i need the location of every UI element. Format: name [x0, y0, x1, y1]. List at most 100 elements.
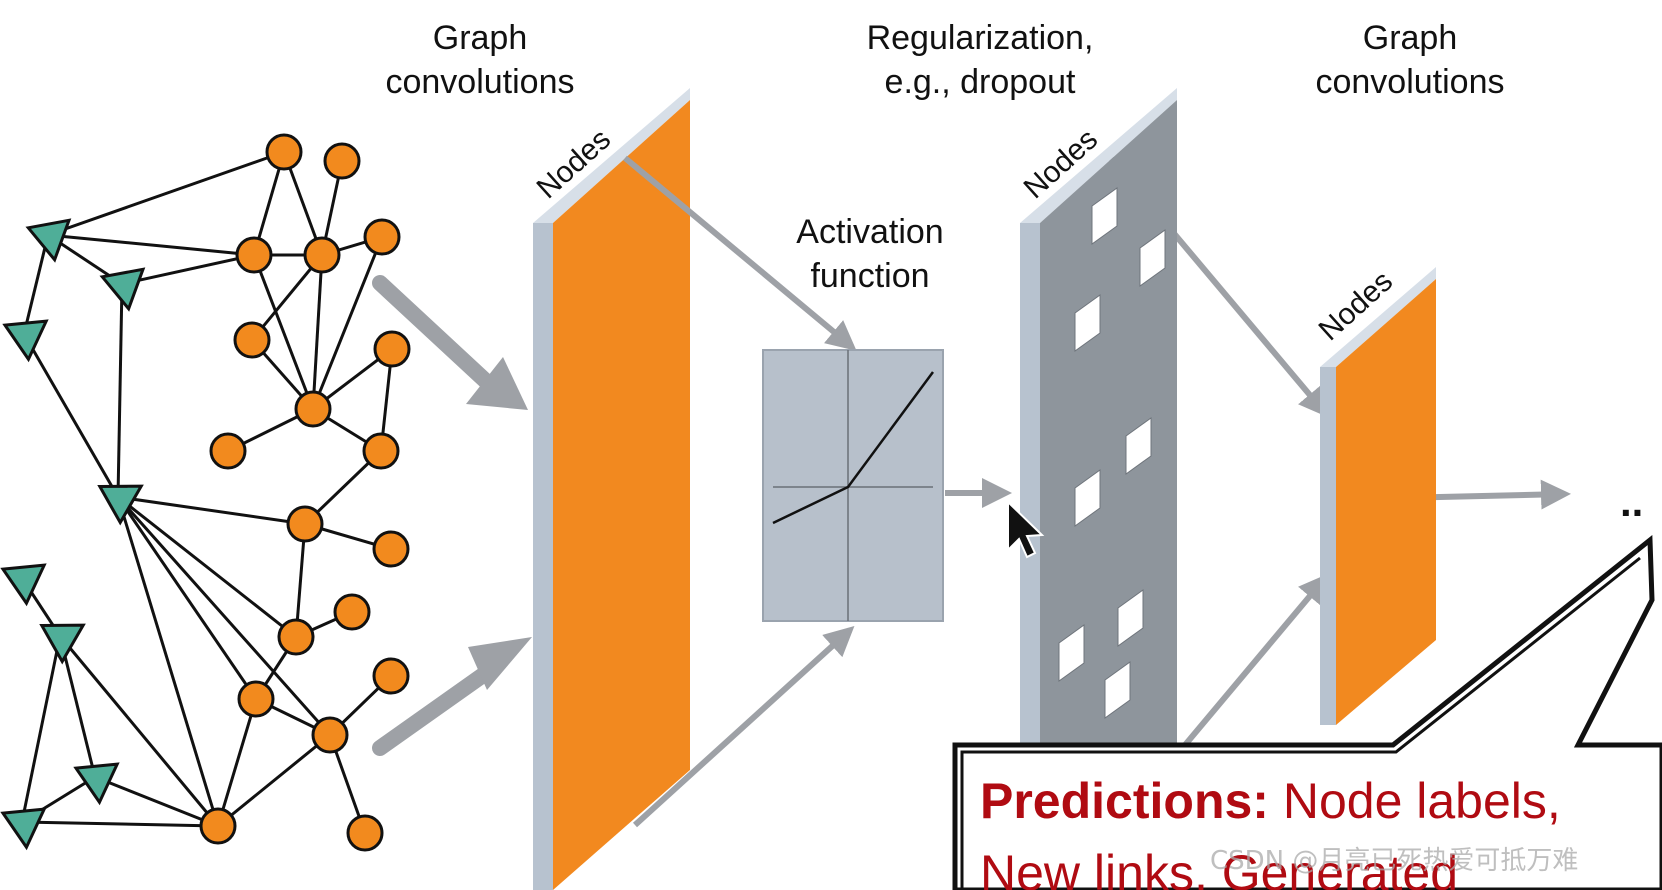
graph-edge: [116, 283, 124, 498]
graph-node-circle: [294, 390, 332, 428]
graph-nodes: [0, 133, 411, 852]
activation-function-label-line1: Activation: [796, 213, 944, 251]
activation-function-box: [762, 349, 944, 622]
dropout-cell: [1139, 229, 1166, 287]
graph-node-triangle: [97, 484, 144, 526]
layer-3-graph-convolution: Nodes: [1313, 265, 1436, 725]
activation-curve: [772, 371, 935, 525]
graph-node-circle: [199, 807, 237, 845]
graph-node-circle: [363, 218, 401, 256]
graph-convolutions-label-1-line2: convolutions: [385, 63, 575, 101]
watermark: CSDN @月亮已死热爱可抵万难: [1210, 846, 1579, 876]
graph-node-circle: [237, 680, 275, 718]
callout-line-1: Predictions: Node labels,: [980, 773, 1561, 829]
graph-edge: [22, 234, 50, 335]
graph-edge: [58, 635, 97, 778]
regularization-label: Regularization, e.g., dropout: [845, 16, 1115, 104]
input-arrows: [372, 275, 532, 756]
graph-convolutions-label-2-line1: Graph: [1362, 19, 1458, 57]
dropout-cell: [1058, 624, 1085, 682]
graph-node-triangle: [73, 762, 120, 806]
dropout-cell: [1074, 294, 1101, 352]
graph-edge: [116, 496, 220, 827]
predictions-callout: Predictions: Node labels, New links, Gen…: [952, 534, 1662, 890]
graph-edge: [21, 820, 219, 828]
graph-node-circle: [265, 133, 303, 171]
graph-edge: [47, 150, 285, 237]
graph-edge: [94, 775, 219, 828]
layer-1-graph-convolution: Nodes: [531, 88, 690, 890]
graph-node-circle: [311, 716, 349, 754]
callout-line1-rest: Node labels,: [1269, 773, 1561, 829]
graph-edge: [117, 495, 306, 526]
graph-edge: [22, 333, 120, 498]
graph-edge: [58, 635, 220, 827]
arrow-dropout-to-layer3-bottom: [1182, 573, 1329, 747]
graph-node-triangle: [25, 218, 72, 263]
graph-edge: [311, 254, 324, 410]
input-arrowhead-top: [466, 357, 528, 410]
graph-node-triangle: [2, 319, 49, 363]
layer-2-side-edge: [1020, 223, 1040, 760]
graph-edge: [311, 236, 384, 410]
graph-edge: [47, 233, 255, 257]
regularization-label-line1: Regularization,: [866, 19, 1094, 57]
graph-node-circle: [303, 236, 341, 274]
graph-convolutions-label-1: Graph convolutions: [360, 16, 600, 104]
graph-edge: [217, 733, 331, 828]
graph-node-circle: [333, 593, 371, 631]
arrow-layer1-to-activation: [623, 155, 857, 351]
layer-2-dropout: Nodes: [1018, 88, 1177, 760]
graph-edge: [121, 253, 255, 286]
graph-node-circle: [362, 432, 400, 470]
dropout-cell: [1074, 469, 1101, 527]
graph-edge: [216, 698, 258, 827]
graph-convolutions-label-2-line2: convolutions: [1315, 63, 1505, 101]
callout-inner-border: [960, 556, 1641, 890]
graph-edge: [117, 495, 297, 639]
callout-line-2: New links, Generated: [980, 845, 1458, 890]
dropout-cell: [1091, 187, 1118, 245]
graph-node-triangle: [39, 623, 86, 665]
activation-function-label-line2: function: [810, 257, 930, 295]
graph-node-circle: [209, 432, 247, 470]
graph-node-triangle: [99, 267, 146, 312]
graph-node-circle: [277, 618, 315, 656]
activation-function-label: Activation function: [760, 210, 980, 298]
graph-convolutions-label-2: Graph convolutions: [1290, 16, 1530, 104]
graph-node-circle: [235, 236, 273, 274]
graph-edge: [116, 496, 258, 700]
graph-edge: [252, 254, 315, 410]
graph-node-circle: [373, 330, 411, 368]
arrow-bottom-to-activation: [632, 625, 855, 828]
layer-3-side-edge: [1320, 367, 1336, 725]
graph-node-circle: [372, 657, 410, 695]
dropout-cell: [1125, 417, 1152, 475]
regularization-label-line2: e.g., dropout: [884, 63, 1076, 101]
graph-edge: [116, 496, 332, 736]
graph-node-triangle: [0, 563, 47, 607]
callout-title: Predictions:: [980, 773, 1269, 829]
ellipsis: ..: [1620, 478, 1643, 525]
dropout-cells: [1058, 187, 1166, 719]
graph-convolutions-label-1-line1: Graph: [432, 19, 528, 57]
graph-node-circle: [372, 530, 410, 568]
graph-edge: [294, 523, 307, 638]
graph-node-circle: [346, 814, 384, 852]
mouse-cursor-icon: [1007, 499, 1045, 559]
graph-edge: [20, 635, 62, 823]
layer-2-top-edge: [1020, 88, 1177, 223]
dropout-cell: [1117, 589, 1144, 647]
graph-node-circle: [323, 142, 361, 180]
layer-3-top-edge: [1320, 267, 1436, 367]
graph-node-triangle: [0, 807, 47, 851]
graph-node-circle: [233, 321, 271, 359]
activation-box-bg: [762, 349, 944, 622]
graph-node-circle: [286, 505, 324, 543]
dropout-cell: [1104, 661, 1131, 719]
input-arrowhead-bottom: [468, 637, 532, 690]
callout-outer-border: [952, 534, 1662, 890]
layer-1-face: [553, 100, 690, 890]
layer-3-face: [1336, 279, 1436, 725]
